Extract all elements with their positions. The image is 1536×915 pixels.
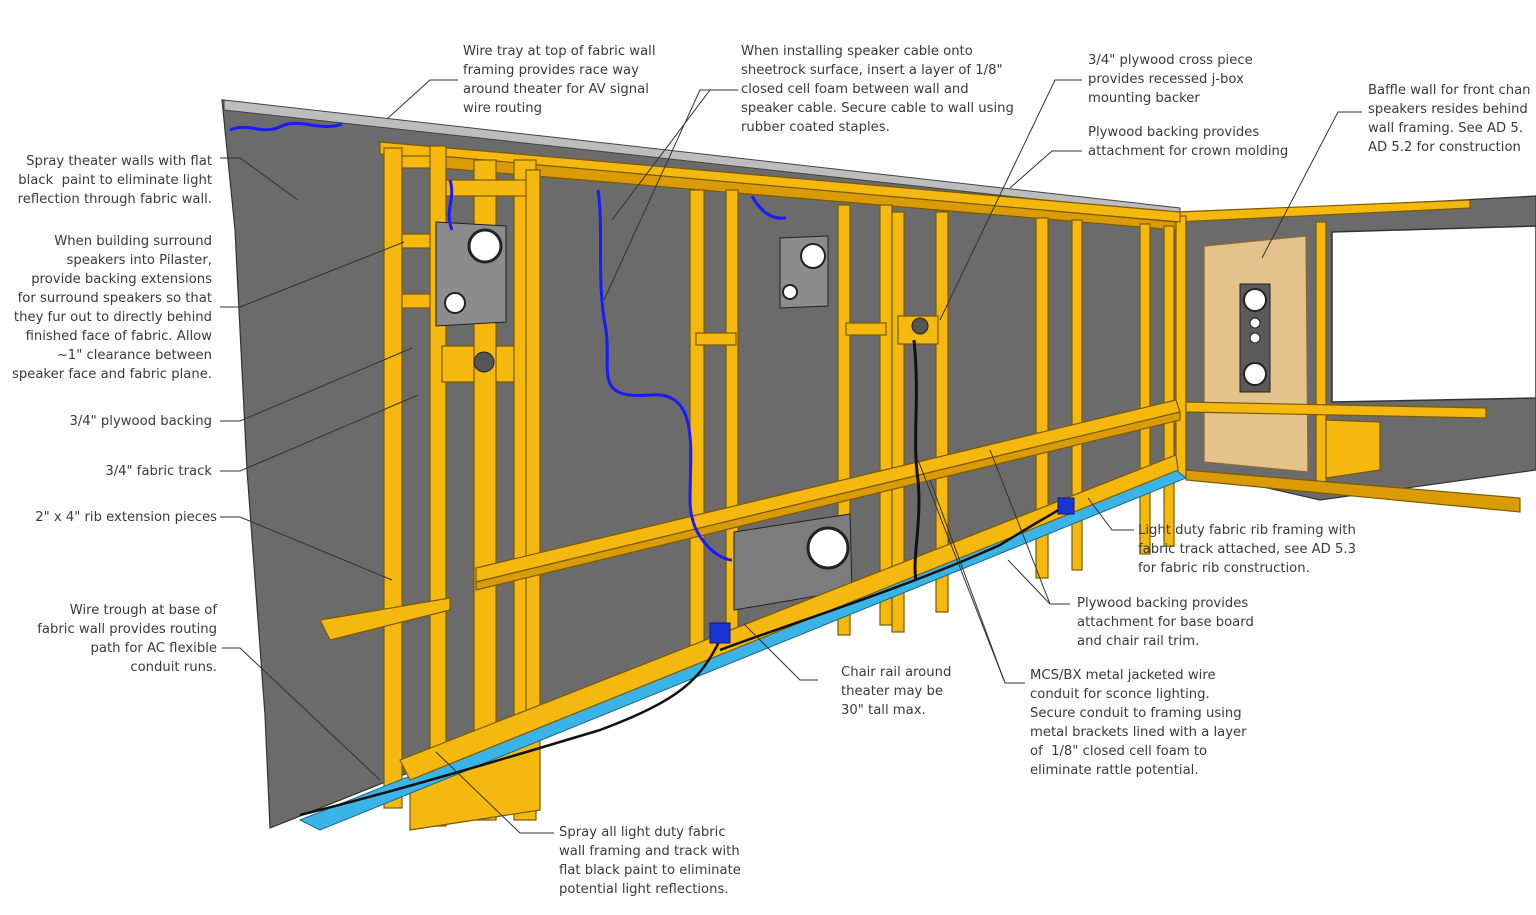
junction-box — [1057, 497, 1075, 515]
plywood-backing-callout: 3/4" plywood backing — [69, 414, 212, 429]
speaker-cable — [750, 195, 787, 220]
surround-speaker — [435, 221, 829, 327]
crown-molding-callout: Plywood backing provides attachment for … — [1088, 125, 1289, 159]
fabric-track-callout: 3/4" fabric track — [105, 464, 212, 479]
ac-conduit — [299, 639, 722, 817]
chair-rail-shelf — [475, 411, 1181, 591]
leader-lines — [220, 79, 1362, 834]
baffle-wall-callout: Baffle wall for front chan speakers resi… — [1368, 83, 1531, 155]
plywood-cross-piece-callout: 3/4" plywood cross piece provides recess… — [1088, 53, 1253, 106]
rib-extension-callout: 2" x 4" rib extension pieces — [35, 510, 217, 525]
front-tweeter-icon — [1249, 332, 1261, 344]
speaker-cable — [596, 189, 733, 562]
av-wire — [229, 121, 343, 132]
front-woofer-icon — [1243, 362, 1267, 386]
sconce-conduit — [912, 339, 921, 581]
speaker-cable-callout: When installing speaker cable onto sheet… — [741, 44, 1014, 135]
speaker-cable — [447, 179, 454, 231]
base-plate — [399, 454, 1179, 781]
j-box-recess — [911, 317, 929, 335]
mcs-conduit-callout: MCS/BX metal jacketed wire conduit for s… — [1030, 668, 1247, 778]
wire-trough-callout: Wire trough at base of fabric wall provi… — [37, 603, 217, 675]
rib-framing-callout: Light duty fabric rib framing with fabri… — [1138, 523, 1356, 576]
junction-box — [709, 622, 731, 644]
surround-speakers-callout: When building surround speakers into Pil… — [11, 234, 212, 382]
front-woofer-icon — [1243, 288, 1267, 312]
front-wall-framing — [1175, 199, 1521, 513]
screen-opening — [1331, 225, 1536, 403]
spray-framing-callout: Spray all light duty fabric wall framing… — [559, 825, 741, 897]
chair-rail-callout: Chair rail around theater may be 30" tal… — [841, 665, 952, 718]
wire-tray-callout: Wire tray at top of fabric wall framing … — [463, 44, 656, 116]
ac-conduit — [719, 504, 1067, 652]
spray-walls-callout: Spray theater walls with flat black pain… — [17, 154, 212, 207]
j-box-recess — [473, 351, 495, 373]
front-tweeter-icon — [1249, 317, 1261, 329]
base-board-callout: Plywood backing provides attachment for … — [1077, 596, 1254, 649]
